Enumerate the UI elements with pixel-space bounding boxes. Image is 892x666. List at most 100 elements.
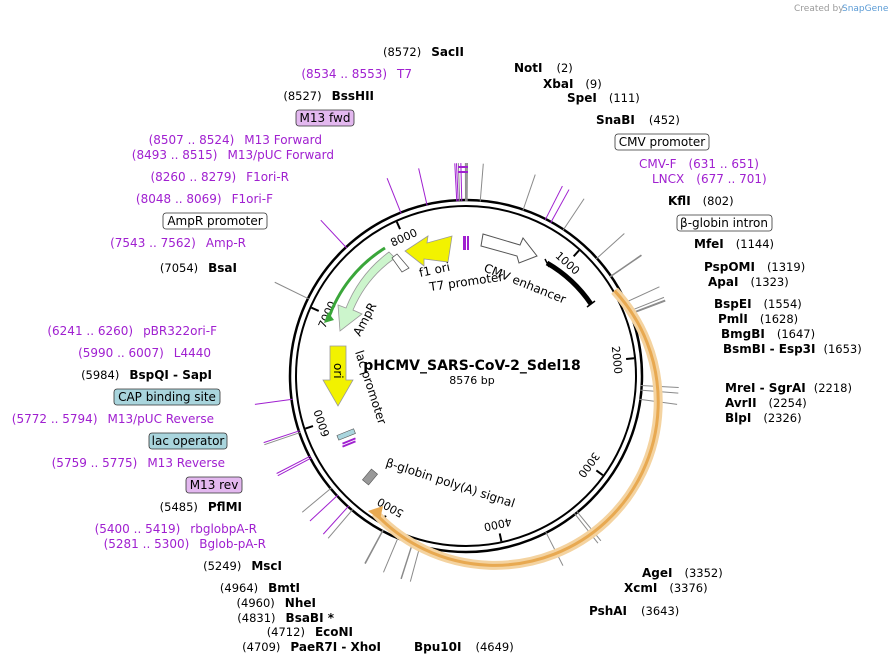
primer-leader (276, 455, 311, 474)
primer-leader (386, 177, 402, 214)
label-lac-operator[interactable]: lac operator (148, 432, 228, 450)
primer-label[interactable]: (5400 .. 5419)rbglobpA-R (95, 522, 257, 536)
enzyme-label[interactable]: SpeI(111) (567, 91, 640, 105)
primer-label[interactable]: (8493 .. 8515)M13/pUC Forward (132, 148, 334, 162)
tick-label: 2000 (609, 345, 625, 374)
svg-text:M13 fwd: M13 fwd (300, 111, 351, 125)
enzyme-label[interactable]: BspEI(1554) (714, 297, 802, 311)
enzyme-label[interactable]: XcmI(3376) (624, 581, 708, 595)
cmv-enhancer-arrow (480, 233, 538, 264)
beta-globin-polya-label: β-globin poly(A) signal (384, 456, 517, 511)
enzyme-label[interactable]: (5485)PflMI (160, 500, 242, 514)
enzyme-label[interactable]: (5984)BspQI - SapI (81, 368, 212, 382)
enzyme-label[interactable]: (8572)SacII (383, 45, 464, 59)
enzyme-leader (562, 198, 585, 231)
beta-globin-polya-block (362, 468, 378, 486)
primer-leader (460, 163, 463, 202)
boxed-feature-labels: M13 fwd AmpR promoter CAP binding site l… (113, 109, 773, 494)
primer-leader (418, 168, 428, 206)
primer-label[interactable]: (5281 .. 5300)Bglob-pA-R (104, 537, 266, 551)
primer-label[interactable]: (6241 .. 6260)pBR322ori-F (47, 324, 217, 338)
enzyme-leader (609, 254, 642, 277)
enzyme-label[interactable]: (4831)BsaBI * (237, 611, 334, 625)
primer-leader (455, 163, 459, 202)
tick-label: 1000 (553, 249, 583, 277)
primer-label[interactable]: (8534 .. 8553)T7 (301, 67, 412, 81)
tick-mark (595, 469, 604, 476)
enzyme-label[interactable]: BsmBI - Esp3I(1653) (723, 342, 862, 356)
enzyme-label[interactable]: (4964)BmtI (220, 581, 300, 595)
svg-text:CMV promoter: CMV promoter (619, 135, 706, 149)
enzyme-label[interactable]: BmgBI(1647) (721, 327, 815, 341)
enzyme-label[interactable]: (4712)EcoNI (267, 625, 353, 639)
enzyme-label[interactable]: AgeI(3352) (642, 566, 723, 580)
primer-label[interactable]: (8260 .. 8279)F1ori-R (150, 170, 289, 184)
enzyme-leader (274, 281, 310, 300)
enzyme-leader (595, 233, 625, 260)
enzyme-label[interactable]: KflI(802) (668, 194, 734, 208)
t7-promoter-marks (458, 166, 469, 250)
primer-label[interactable]: (7543 .. 7562)Amp-R (110, 236, 246, 250)
svg-text:CAP binding site: CAP binding site (118, 390, 216, 404)
label-cap-binding-site[interactable]: CAP binding site (113, 388, 221, 406)
enzyme-leader (479, 163, 484, 202)
enzyme-label[interactable]: PspOMI(1319) (704, 260, 805, 274)
enzyme-leader (383, 537, 399, 573)
enzyme-label[interactable]: NotI(2) (514, 61, 573, 75)
primer-leader (454, 163, 458, 202)
enzyme-label[interactable]: XbaI(9) (543, 77, 602, 91)
enzyme-label[interactable]: (4960)NheI (237, 596, 316, 610)
f1-ori-arrow (404, 235, 453, 267)
primer-leader (254, 398, 293, 405)
primer-label[interactable]: (8507 .. 8524)M13 Forward (149, 133, 322, 147)
primer-leader (309, 494, 339, 522)
label-cmv-promoter[interactable]: CMV promoter (614, 133, 710, 151)
primer-label[interactable]: (5990 .. 6007)L4440 (78, 346, 211, 360)
tick-mark (625, 357, 635, 361)
enzyme-label[interactable]: BlpI(2326) (725, 411, 802, 425)
tick-mark (395, 221, 401, 230)
tick-mark (498, 533, 503, 542)
enzyme-leader (522, 174, 536, 211)
ori-label: ori (331, 363, 345, 379)
enzyme-label[interactable]: (4709)PaeR7I - XhoI (242, 640, 381, 654)
enzyme-leader (624, 286, 660, 304)
enzyme-label[interactable]: (8527)BssHII (283, 89, 374, 103)
f1-ori-label: f1 ori (418, 260, 452, 280)
label-m13-rev[interactable]: M13 rev (185, 476, 243, 494)
label-m13-fwd[interactable]: M13 fwd (295, 109, 355, 127)
enzyme-leader (610, 255, 642, 278)
enzyme-label[interactable]: MfeI(1144) (694, 237, 774, 251)
enzyme-leader (364, 529, 384, 564)
primer-label[interactable]: LNCX(677 .. 701) (652, 172, 767, 186)
brand-name: SnapGene (842, 4, 889, 14)
enzyme-label[interactable]: (5249)MscI (203, 559, 282, 573)
enzyme-label[interactable]: PshAI(3643) (589, 604, 679, 618)
primer-leader (550, 189, 570, 224)
primer-label[interactable]: CMV-F(631 .. 651) (639, 157, 759, 171)
enzyme-label[interactable]: MreI - SgrAI(2218) (725, 381, 852, 395)
primer-label[interactable]: (8048 .. 8069)F1ori-F (136, 192, 273, 206)
enzyme-leader (301, 487, 332, 513)
plasmid-length: 8576 bp (449, 374, 494, 387)
primer-label[interactable]: (5759 .. 5775)M13 Reverse (52, 456, 225, 470)
label-beta-globin-intron[interactable]: β-globin intron (676, 214, 773, 232)
enzyme-labels-left: (8572)SacII (8527)BssHII (7054)BsaI (598… (81, 45, 464, 654)
enzyme-label[interactable]: AvrII(2254) (725, 396, 807, 410)
enzyme-leader (457, 163, 461, 202)
enzyme-label[interactable]: (7054)BsaI (160, 261, 237, 275)
svg-text:lac operator: lac operator (152, 434, 225, 448)
primer-label[interactable]: (5772 .. 5794)M13/pUC Reverse (12, 412, 214, 426)
enzyme-label[interactable]: PmlI(1628) (718, 312, 798, 326)
enzyme-label[interactable]: ApaI(1323) (708, 275, 789, 289)
enzyme-leader (545, 531, 564, 566)
enzyme-label[interactable]: Bpu10I(4649) (414, 640, 514, 654)
enzyme-labels-right: NotI(2) XbaI(9) SpeI(111) SnaBI(452) Kfl… (414, 61, 862, 654)
tick-label: 3000 (575, 450, 602, 480)
label-ampr-promoter[interactable]: AmpR promoter (162, 212, 268, 230)
primer-leader (322, 505, 350, 535)
enzyme-leader (364, 529, 384, 564)
enzyme-label[interactable]: SnaBI(452) (596, 113, 680, 127)
spike-orf-arc (368, 287, 663, 570)
